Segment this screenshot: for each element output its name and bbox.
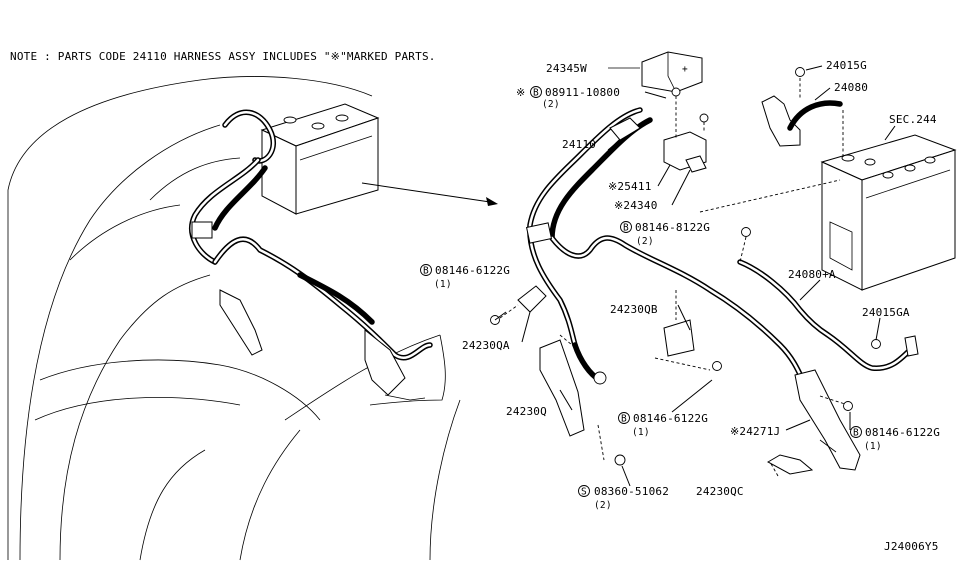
label-08146d-qty: (2)	[636, 236, 654, 247]
diagram-id: J24006Y5	[884, 540, 939, 553]
main-harness	[525, 107, 861, 471]
label-08360-qty: (2)	[594, 500, 612, 511]
right-battery	[820, 134, 957, 291]
label-08146c-circle: B	[853, 428, 859, 439]
label-08146b-qty: (1)	[632, 427, 650, 438]
label-24230qa: 24230QA	[462, 339, 510, 352]
label-08911-qty: (2)	[542, 99, 560, 110]
label-08146a: 08146-6122G	[435, 264, 510, 277]
label-08146c: 08146-6122G	[865, 426, 940, 439]
label-08146a-circle: B	[423, 266, 429, 277]
label-24340: ※24340	[614, 199, 658, 212]
left-harness	[189, 109, 433, 401]
vehicle-outline	[7, 76, 461, 561]
left-battery	[260, 103, 380, 215]
note-text: NOTE : PARTS CODE 24110 HARNESS ASSY INC…	[10, 50, 436, 63]
svg-text:+: +	[682, 64, 688, 75]
label-24230qc: 24230QC	[696, 485, 744, 498]
connectors-and-brackets	[517, 95, 919, 475]
label-08911: 08911-10800	[545, 86, 620, 99]
label-08146a-qty: (1)	[434, 279, 452, 290]
label-08911-circle: B	[533, 88, 539, 99]
label-sec244: SEC.244	[889, 113, 937, 126]
label-24271j: ※24271J	[730, 425, 780, 438]
label-08146d-circle: B	[623, 223, 629, 234]
leader-lines	[499, 65, 896, 487]
label-08911-mark: ※	[516, 86, 525, 99]
label-08360: 08360-51062	[594, 485, 669, 498]
label-24230qb: 24230QB	[610, 303, 658, 316]
label-08146d: 08146-8122G	[635, 221, 710, 234]
label-25411: ※25411	[608, 180, 652, 193]
label-24080: 24080	[834, 81, 868, 94]
label-24345w: 24345W	[546, 62, 587, 75]
label-24230q: 24230Q	[506, 405, 547, 418]
label-08146c-qty: (1)	[864, 441, 882, 452]
bolts	[490, 67, 881, 466]
label-24110: 24110	[562, 138, 596, 151]
label-24015g: 24015G	[826, 59, 867, 72]
label-08146b: 08146-6122G	[633, 412, 708, 425]
label-08360-circle: S	[581, 487, 587, 498]
part-labels: 24345W ※ B 08911-10800 (2) 24110 ※25411 …	[420, 59, 940, 511]
label-24080a: 24080+A	[788, 268, 836, 281]
label-08146b-circle: B	[621, 414, 627, 425]
direction-arrow	[361, 182, 498, 206]
part-24345w: +	[608, 51, 703, 93]
label-24015ga: 24015GA	[862, 306, 910, 319]
